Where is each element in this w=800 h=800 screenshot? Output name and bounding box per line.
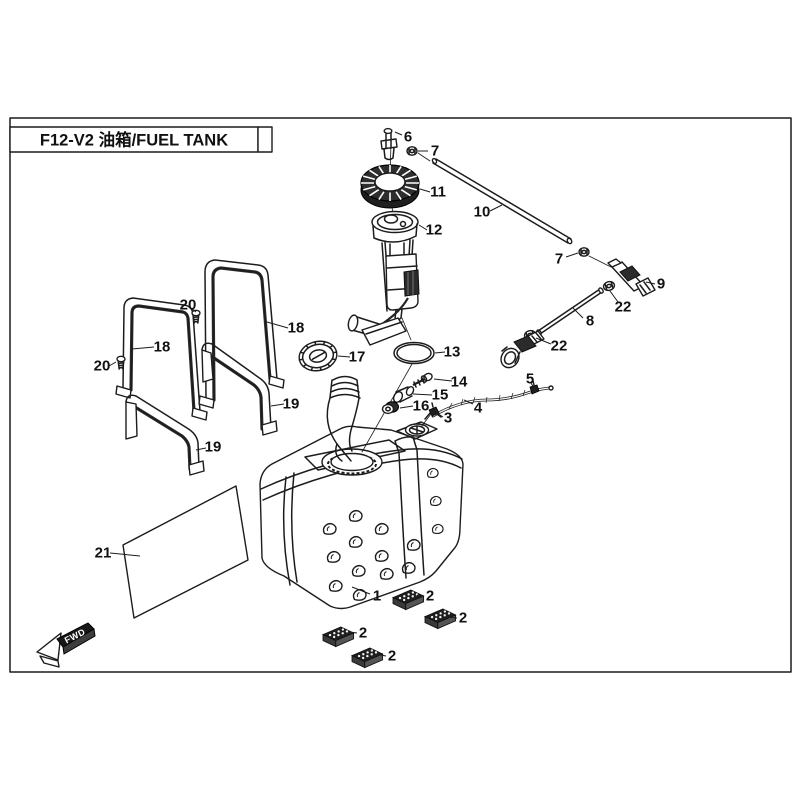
part-label-20: 20 (94, 358, 111, 375)
part-9-fitting (607, 258, 656, 297)
part-2-pad-4 (351, 647, 384, 668)
part-19-strap-right (201, 342, 278, 436)
part-6-bolt (380, 127, 398, 161)
leader-line-2 (448, 616, 458, 619)
part-14-screw (412, 372, 433, 388)
callouts-layer: 6711121079228221317141516345181820201919… (94, 129, 666, 665)
axis-line-vent (420, 409, 435, 428)
leader-line-15 (412, 393, 433, 396)
leader-line-4 (463, 399, 474, 405)
part-12-fuel-pump (347, 210, 420, 346)
leader-line-19 (195, 447, 207, 451)
part-1-fuel-tank (259, 411, 464, 610)
part-label-12: 12 (426, 222, 443, 239)
leader-line-17 (337, 355, 351, 358)
part-label-5: 5 (526, 371, 534, 388)
leader-line-2 (416, 594, 425, 597)
part-label-21: 21 (95, 545, 112, 562)
part-label-7: 7 (555, 251, 563, 268)
leader-line-21 (109, 552, 141, 557)
part-label-2: 2 (359, 625, 367, 642)
part-label-18: 18 (288, 320, 305, 337)
leader-line-5 (530, 382, 535, 389)
part-5-clamp (529, 380, 540, 395)
part-label-14: 14 (451, 374, 468, 391)
part-label-3: 3 (444, 410, 452, 427)
title-block: F12-V2 油箱/FUEL TANK (9, 126, 273, 153)
part-label-15: 15 (432, 387, 449, 404)
leader-line-20 (191, 308, 197, 313)
part-label-1: 1 (373, 588, 381, 605)
fwd-arrow: FWD (36, 622, 96, 668)
leader-line-22 (535, 337, 552, 345)
part-15-bushing (392, 385, 415, 403)
leader-line-1 (351, 586, 371, 595)
border-frame (9, 117, 792, 673)
part-18-strap-left (115, 297, 208, 421)
part-label-22: 22 (551, 338, 568, 355)
tank-vent-cap (396, 411, 438, 440)
leader-line-11 (419, 188, 431, 193)
part-label-18: 18 (154, 339, 171, 356)
leader-line-3 (436, 412, 444, 418)
leader-line-12 (418, 224, 428, 231)
part-2-pad-3 (322, 626, 355, 647)
part-7-nut-right (578, 247, 590, 257)
part-10-pipe (431, 157, 573, 245)
filler-neck (326, 375, 361, 462)
leader-line-13 (434, 351, 446, 354)
leader-line-7 (565, 252, 579, 258)
part-21-sheet (122, 485, 249, 619)
part-2-pad-1 (392, 589, 425, 610)
part-2-pad-2 (424, 608, 457, 629)
part-22-nut-upper (601, 279, 617, 293)
elbow-fitting-lower (500, 330, 545, 369)
leader-line-8 (572, 307, 584, 319)
leader-line-2 (379, 654, 387, 657)
part-label-19: 19 (205, 439, 222, 456)
part-19-strap-left (125, 394, 205, 476)
part-label-2: 2 (388, 648, 396, 665)
leader-line-18 (131, 346, 155, 350)
part-16-grommet (381, 401, 399, 415)
leader-line-10 (489, 204, 503, 212)
leader-line-22 (609, 290, 619, 303)
part-label-20: 20 (180, 297, 197, 314)
page-title: F12-V2 油箱/FUEL TANK (40, 130, 228, 150)
part-label-2: 2 (459, 610, 467, 627)
part-label-8: 8 (586, 313, 594, 330)
leader-line-14 (433, 378, 453, 382)
part-label-19: 19 (283, 396, 300, 413)
part-label-16: 16 (413, 398, 430, 415)
leader-line-19 (270, 403, 285, 407)
part-11-lock-ring (360, 164, 420, 209)
part-label-6: 6 (404, 129, 412, 146)
part-label-11: 11 (430, 184, 446, 201)
part-7-nut-upper (406, 146, 418, 156)
part-label-22: 22 (615, 299, 632, 316)
part-13-seal-ring (393, 341, 435, 365)
leader-line-16 (399, 405, 414, 409)
part-label-13: 13 (444, 344, 461, 361)
leader-line-20 (108, 361, 117, 367)
part-label-2: 2 (426, 588, 434, 605)
part-label-9: 9 (657, 276, 665, 293)
leader-line-18 (266, 321, 289, 329)
leader-line-9 (645, 281, 656, 285)
part-18-strap-right (198, 259, 285, 409)
part-label-7: 7 (431, 143, 439, 160)
part-label-10: 10 (474, 204, 491, 221)
part-17-fuel-cap (298, 340, 338, 372)
part-label-4: 4 (474, 400, 483, 417)
leader-line-2 (349, 631, 358, 634)
part-label-17: 17 (349, 349, 366, 366)
part-4-hose (431, 385, 554, 418)
leader-line-6 (394, 131, 403, 136)
axis-line-fitting (588, 255, 612, 268)
